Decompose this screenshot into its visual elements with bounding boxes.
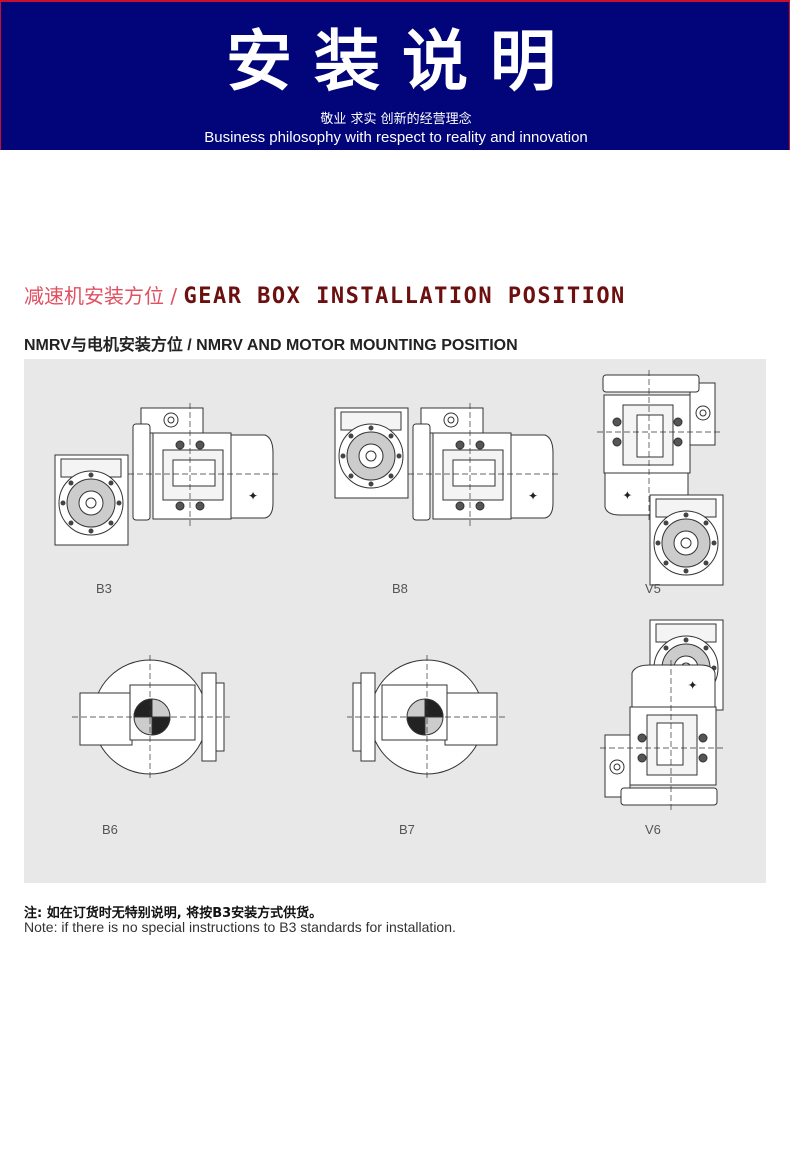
diagram-b6 xyxy=(71,654,231,781)
label-b6: B6 xyxy=(102,822,118,837)
section-title-cn: 减速机安装方位 / xyxy=(24,284,184,308)
note-cn: 注: 如在订货时无特别说明, 将按B3安装方式供货。 xyxy=(24,906,323,921)
note-en: Note: if there is no special instruction… xyxy=(24,919,456,935)
banner-subtitle-cn: 敬业 求实 创新的经营理念 xyxy=(320,112,472,127)
section-subtitle: NMRV与电机安装方位 / NMRV AND MOTOR MOUNTING PO… xyxy=(24,337,518,354)
banner-subtitle-en: Business philosophy with respect to real… xyxy=(204,129,588,146)
diagram-v5 xyxy=(596,369,724,586)
label-b8: B8 xyxy=(392,581,408,596)
diagram-b8 xyxy=(334,402,559,527)
banner-title: 安装说明 xyxy=(226,23,578,100)
label-v6: V6 xyxy=(645,822,661,837)
diagram-b3 xyxy=(54,402,279,546)
section-title: 减速机安装方位 / GEAR BOX INSTALLATION POSITION xyxy=(24,282,626,311)
diagram-v6 xyxy=(599,619,724,811)
label-b7: B7 xyxy=(399,822,415,837)
section-title-en: GEAR BOX INSTALLATION POSITION xyxy=(183,284,626,309)
label-v5: V5 xyxy=(645,581,661,596)
diagram-b7 xyxy=(346,654,506,781)
label-b3: B3 xyxy=(96,581,112,596)
header-banner: 安装说明 敬业 求实 创新的经营理念 Business philosophy w… xyxy=(0,0,790,150)
